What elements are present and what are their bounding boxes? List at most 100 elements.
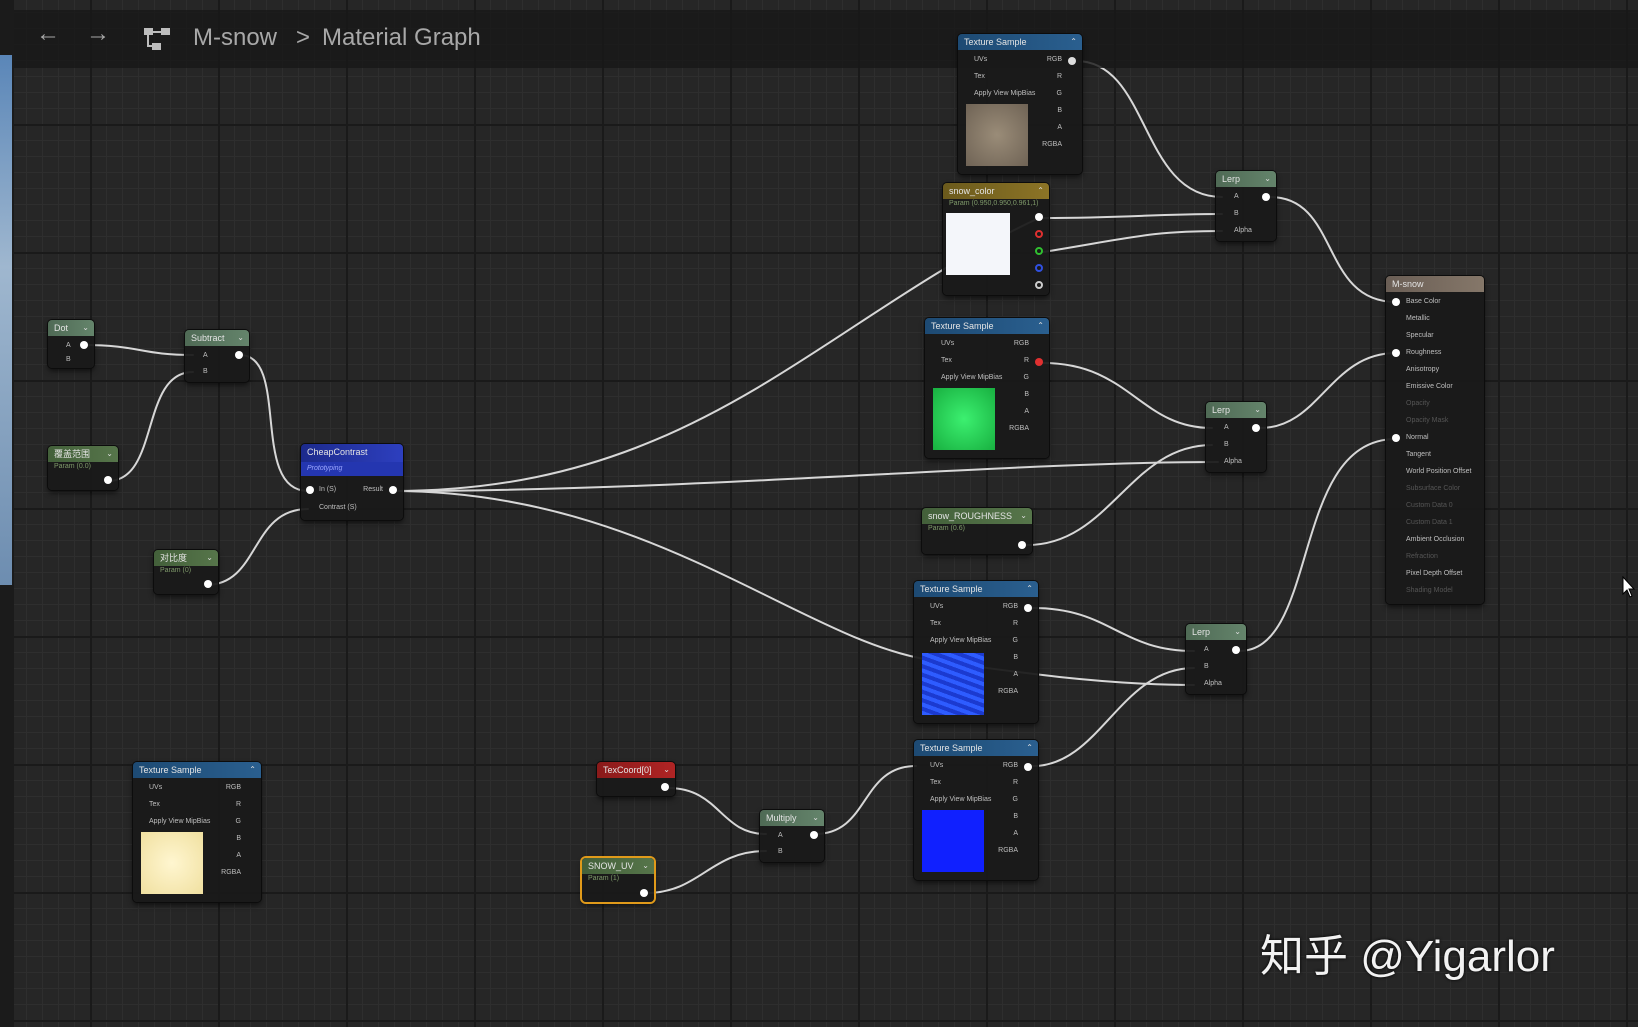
output-pin[interactable] [204,580,212,588]
watermark: 知乎 @Yigarlor [1260,932,1555,981]
chevron-up-icon[interactable]: ⌃ [1037,321,1044,330]
chevron-down-icon[interactable]: ⌄ [663,765,670,774]
texture-sample-node-deep-blue[interactable]: Texture Sample⌃ UVs Tex Apply View MipBi… [914,740,1038,880]
output-pin[interactable] [810,831,818,839]
node-header[interactable]: Subtract⌄ [185,330,249,346]
node-title: Texture Sample [139,765,202,775]
chevron-down-icon[interactable]: ⌄ [1254,405,1261,414]
chevron-down-icon[interactable]: ⌄ [82,323,89,332]
snow-uv-param-node[interactable]: SNOW_UV⌄ Param (1) [582,858,654,902]
node-header[interactable]: Texture Sample⌃ [958,34,1082,50]
chevron-up-icon[interactable]: ⌃ [1026,743,1033,752]
texture-sample-node-normal[interactable]: Texture Sample⌃ UVs Tex Apply View MipBi… [914,581,1038,723]
output-pin[interactable] [1024,763,1032,771]
texcoord-node[interactable]: TexCoord[0]⌄ [597,762,675,796]
node-header[interactable]: 对比度⌄ [154,550,218,566]
pin-label: Tex [149,801,160,808]
dot-node[interactable]: Dot⌄ A B [48,320,94,368]
chevron-down-icon[interactable]: ⌄ [1234,627,1241,636]
node-header[interactable]: Lerp⌄ [1216,171,1276,187]
output-pin[interactable] [1232,646,1240,654]
pin-label: Emissive Color [1406,383,1453,390]
output-pin-r[interactable] [1035,358,1043,366]
breadcrumb-root[interactable]: M-snow [193,24,278,51]
wire [239,354,309,492]
output-pin[interactable] [1024,604,1032,612]
cheap-contrast-node[interactable]: CheapContrast Prototyping In (S) Contras… [301,444,403,520]
node-header[interactable]: Multiply⌄ [760,810,824,826]
chevron-down-icon[interactable]: ⌄ [1020,511,1027,520]
chevron-up-icon[interactable]: ⌃ [1070,37,1077,46]
material-output-node[interactable]: M-snow Base Color Metallic Specular Roug… [1386,276,1484,604]
texture-sample-node-bottom-left[interactable]: Texture Sample⌃ UVs Tex Apply View MipBi… [133,762,261,902]
input-pin[interactable] [1392,349,1400,357]
node-title: 覆盖范围 [54,449,91,459]
output-pin[interactable] [661,783,669,791]
node-header[interactable]: 覆盖范围 ⌄ [48,446,118,462]
node-title: Texture Sample [931,321,994,331]
chevron-down-icon[interactable]: ⌄ [206,553,213,562]
output-pin[interactable] [80,341,88,349]
output-pin[interactable] [235,351,243,359]
pin-label: Opacity [1406,400,1430,407]
output-pin[interactable] [1252,424,1260,432]
chevron-down-icon[interactable]: ⌄ [1264,174,1271,183]
node-header[interactable]: Lerp⌄ [1186,624,1246,640]
chevron-up-icon[interactable]: ⌃ [1037,186,1044,195]
pin-label: B [1013,654,1018,661]
output-pin-r[interactable] [1035,230,1043,238]
output-pin[interactable] [1068,57,1076,65]
output-pin-a[interactable] [1035,281,1043,289]
back-arrow-icon[interactable]: ← [36,20,60,47]
pin-label: Result [363,486,383,493]
node-header[interactable]: Texture Sample⌃ [914,740,1038,756]
chevron-down-icon[interactable]: ⌄ [642,861,649,870]
coverage-range-param-node[interactable]: 覆盖范围⌄ Param (0.0) [48,446,118,490]
input-pin[interactable] [306,486,314,494]
pin-label: Tex [941,357,952,364]
snow-roughness-param-node[interactable]: snow_ROUGHNESS⌄ Param (0.6) [922,508,1032,554]
graph-toolbar: ← → M-snow > Material Graph [14,10,1638,68]
node-header[interactable]: Lerp⌄ [1206,402,1266,418]
forward-arrow-icon[interactable]: → [86,20,110,47]
output-pin[interactable] [1262,193,1270,201]
output-pin[interactable] [104,476,112,484]
chevron-up-icon[interactable]: ⌃ [249,765,256,774]
pin-label: RGBA [221,869,241,876]
node-header[interactable]: CheapContrast [301,444,403,462]
output-pin[interactable] [1018,541,1026,549]
node-header[interactable]: Texture Sample⌃ [914,581,1038,597]
texture-sample-node-green[interactable]: Texture Sample⌃ UVs Tex Apply View MipBi… [925,318,1049,458]
snow-color-param-node[interactable]: snow_color⌃ Param (0.950,0.950,0.961,1) [943,183,1049,295]
output-pin[interactable] [640,889,648,897]
node-header[interactable]: Texture Sample ⌃ [133,762,261,778]
node-header[interactable]: Texture Sample ⌃ [925,318,1049,334]
multiply-node[interactable]: Multiply⌄ A B [760,810,824,862]
lerp-node-3[interactable]: Lerp⌄ A B Alpha [1186,624,1246,694]
node-header[interactable]: snow_color⌃ [943,183,1049,199]
input-pin[interactable] [1392,298,1400,306]
chevron-down-icon[interactable]: ⌄ [237,333,244,342]
node-header[interactable]: SNOW_UV⌄ [582,858,654,874]
graph-hierarchy-icon[interactable] [142,26,172,52]
contrast-param-node[interactable]: 对比度⌄ Param (0) [154,550,218,594]
output-pin[interactable] [1035,213,1043,221]
node-header[interactable]: TexCoord[0]⌄ [597,762,675,778]
chevron-down-icon[interactable]: ⌄ [812,813,819,822]
node-header[interactable]: snow_ROUGHNESS⌄ [922,508,1032,524]
subtract-node[interactable]: Subtract⌄ A B [185,330,249,382]
input-pin[interactable] [1392,434,1400,442]
output-pin-g[interactable] [1035,247,1043,255]
pin-label: RGBA [1009,425,1029,432]
pin-label: Apply View MipBias [930,796,992,803]
output-pin-b[interactable] [1035,264,1043,272]
node-header[interactable]: Dot⌄ [48,320,94,336]
chevron-up-icon[interactable]: ⌃ [1026,584,1033,593]
lerp-node-1[interactable]: Lerp⌄ A B Alpha [1216,171,1276,241]
chevron-down-icon[interactable]: ⌄ [106,449,113,458]
texture-sample-node-top[interactable]: Texture Sample⌃ UVs Tex Apply View MipBi… [958,34,1082,174]
output-pin[interactable] [389,486,397,494]
node-header[interactable]: M-snow [1386,276,1484,292]
lerp-node-2[interactable]: Lerp⌄ A B Alpha [1206,402,1266,472]
